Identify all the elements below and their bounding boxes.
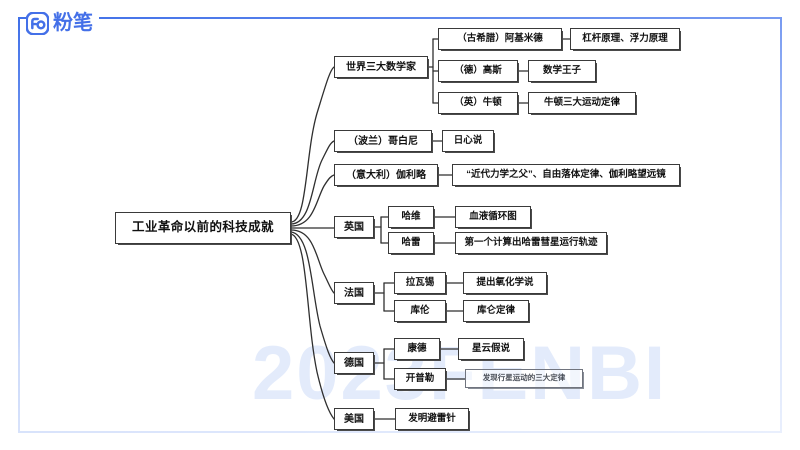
node-label: 发明避雷针 bbox=[408, 412, 456, 424]
node-label: （德）高斯 bbox=[454, 64, 502, 76]
fb-logo-icon bbox=[26, 11, 49, 35]
mind-map-branch-3[interactable]: 英国 bbox=[334, 216, 375, 239]
mind-map-branch-4[interactable]: 法国 bbox=[334, 282, 375, 305]
node-label: 第一个计算出哈雷彗星运行轨迹 bbox=[464, 236, 598, 248]
node-label: 血液循环图 bbox=[469, 210, 517, 222]
mind-map-node-0-2[interactable]: （英）牛顿 bbox=[438, 92, 519, 115]
node-label: 法国 bbox=[344, 287, 364, 299]
node-label: 哈雷 bbox=[401, 236, 421, 248]
node-label: 德国 bbox=[344, 357, 364, 369]
node-label: “近代力学之父”、自由落体定律、伽利略望远镜 bbox=[466, 168, 666, 180]
mind-map-node-4-0[interactable]: 拉瓦锡 bbox=[394, 272, 447, 295]
node-label: 数学王子 bbox=[542, 64, 581, 76]
mind-map-node-3-0[interactable]: 哈维 bbox=[388, 206, 435, 229]
mind-map-node-4-1[interactable]: 库伦 bbox=[394, 300, 447, 323]
mind-map-branch-0[interactable]: 世界三大数学家 bbox=[334, 56, 429, 79]
brand-logo: 粉笔 bbox=[26, 10, 99, 36]
mind-map-branch-6[interactable]: 美国 bbox=[334, 408, 375, 431]
node-label: 星云假说 bbox=[471, 342, 510, 354]
node-label: 库伦 bbox=[410, 304, 430, 316]
mind-map-node-5-1-0[interactable]: 发现行星运动的三大定律 bbox=[465, 369, 584, 389]
node-label: 牛顿三大运动定律 bbox=[543, 96, 620, 108]
node-label: 提出氧化学说 bbox=[476, 276, 534, 288]
mind-map-node-4-1-0[interactable]: 库仑定律 bbox=[463, 300, 530, 323]
node-label: 库仑定律 bbox=[476, 304, 515, 316]
node-label: 美国 bbox=[344, 413, 364, 425]
mind-map-node-5-0[interactable]: 康德 bbox=[394, 338, 441, 361]
node-label: 康德 bbox=[407, 342, 427, 354]
node-label: （英）牛顿 bbox=[454, 96, 502, 108]
mind-map-node-5-0-0[interactable]: 星云假说 bbox=[458, 338, 525, 361]
mind-map-node-0-2-0[interactable]: 牛顿三大运动定律 bbox=[528, 92, 637, 115]
node-label: （意大利）伽利略 bbox=[346, 169, 426, 181]
node-label: （古希腊）阿基米德 bbox=[457, 32, 543, 44]
mind-map-node-0-0-0[interactable]: 杠杆原理、浮力原理 bbox=[570, 28, 681, 51]
mind-map-node-3-0-0[interactable]: 血液循环图 bbox=[455, 206, 532, 229]
brand-wordmark: 粉笔 bbox=[53, 12, 93, 34]
mind-map-node-0-0[interactable]: （古希腊）阿基米德 bbox=[438, 28, 563, 51]
node-label: 拉瓦锡 bbox=[405, 276, 435, 288]
node-label: 发现行星运动的三大定律 bbox=[482, 373, 566, 383]
node-label: 杠杆原理、浮力原理 bbox=[582, 32, 668, 44]
mind-map-root-node[interactable]: 工业革命以前的科技成就 bbox=[115, 212, 292, 245]
mind-map-branch-2[interactable]: （意大利）伽利略 bbox=[334, 164, 439, 187]
mind-map-node-6-0[interactable]: 发明避雷针 bbox=[395, 408, 470, 431]
node-label: 哈维 bbox=[401, 210, 421, 222]
node-label: 世界三大数学家 bbox=[346, 61, 416, 73]
mind-map-node-0-1-0[interactable]: 数学王子 bbox=[528, 60, 597, 83]
node-label: （波兰）哥白尼 bbox=[348, 135, 418, 147]
node-label: 工业革命以前的科技成就 bbox=[132, 220, 274, 235]
node-label: 英国 bbox=[344, 221, 364, 233]
mind-map-node-3-1-0[interactable]: 第一个计算出哈雷彗星运行轨迹 bbox=[455, 232, 608, 255]
mind-map-node-5-1[interactable]: 开普勒 bbox=[394, 368, 447, 391]
mind-map-node-0-1[interactable]: （德）高斯 bbox=[438, 60, 519, 83]
mind-map-branch-5[interactable]: 德国 bbox=[334, 352, 375, 375]
mind-map-branch-1[interactable]: （波兰）哥白尼 bbox=[334, 130, 433, 153]
node-label: 开普勒 bbox=[405, 372, 435, 384]
mind-map-node-3-1[interactable]: 哈雷 bbox=[388, 232, 435, 255]
mind-map-node-2-0[interactable]: “近代力学之父”、自由落体定律、伽利略望远镜 bbox=[452, 164, 681, 187]
node-label: 日心说 bbox=[453, 134, 483, 146]
mind-map-node-4-0-0[interactable]: 提出氧化学说 bbox=[463, 272, 548, 295]
mind-map-node-1-0[interactable]: 日心说 bbox=[442, 130, 495, 153]
